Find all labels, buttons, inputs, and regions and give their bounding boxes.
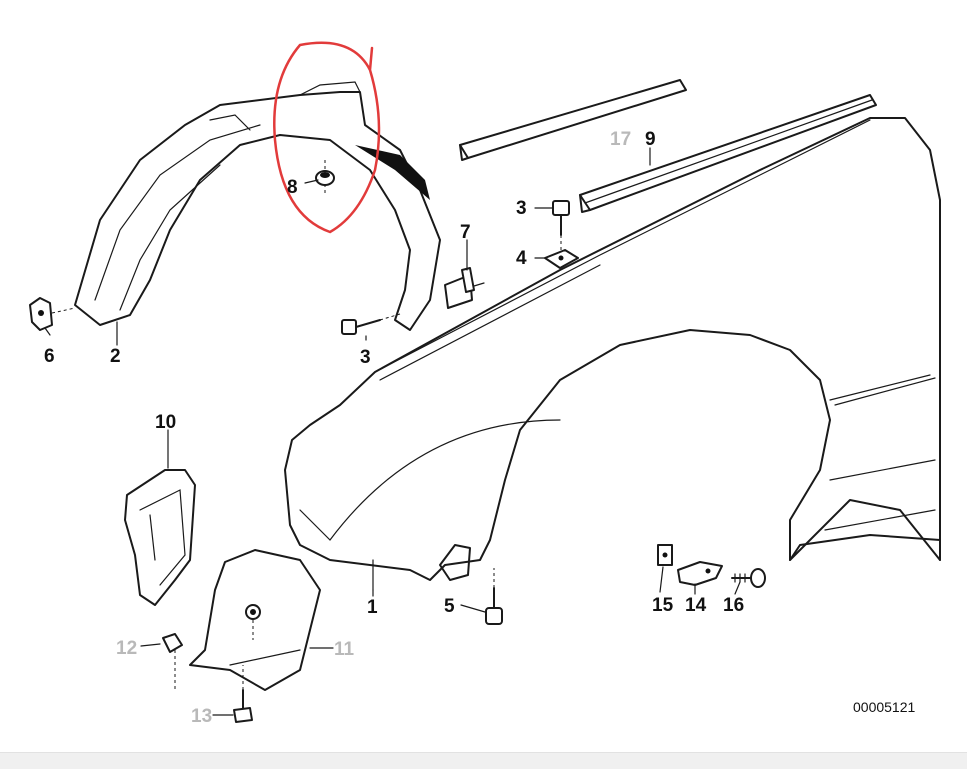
- trim-strip-9: [579, 94, 877, 213]
- wheel-housing-liner: [74, 81, 441, 331]
- part-number-13: 13: [191, 706, 212, 727]
- part-number-5: 5: [444, 596, 455, 617]
- clip-part-15: [657, 544, 673, 566]
- part-number-8: 8: [287, 177, 298, 198]
- part-number-10: 10: [155, 412, 176, 433]
- fender-panel: [284, 117, 941, 591]
- part-number-15: 15: [652, 595, 674, 616]
- screw-part-3-upper: [552, 200, 570, 258]
- part-number-7: 7: [460, 222, 471, 243]
- screw-part-3-lower: [341, 313, 401, 335]
- part-number-1: 1: [367, 597, 378, 618]
- part-number-14: 14: [685, 595, 707, 616]
- part-number-2: 2: [110, 346, 121, 367]
- cover-panel-part-10: [124, 469, 196, 606]
- part-number-12: 12: [116, 638, 137, 659]
- bottom-bar: [0, 752, 967, 769]
- bracket-part-14: [677, 561, 723, 586]
- screw-part-13: [233, 665, 253, 723]
- nut-part-8: [315, 160, 335, 195]
- part-number-17: 17: [610, 129, 631, 150]
- clip-part-6: [29, 297, 76, 331]
- clip-part-12: [162, 633, 183, 690]
- clip-part-7: [444, 267, 485, 309]
- part-number-6: 6: [44, 346, 55, 367]
- highlight-circle: [273, 41, 381, 234]
- leader-lines: [44, 147, 741, 716]
- part-number-9: 9: [645, 129, 656, 150]
- bracket-part-11: [189, 549, 321, 691]
- trim-strip-17: [459, 79, 687, 161]
- part-number-3-upper: 3: [516, 198, 527, 219]
- clip-nut-part-4: [544, 249, 579, 269]
- drawing-code: 00005121: [853, 699, 916, 715]
- part-number-4: 4: [516, 248, 527, 269]
- screw-part-16: [731, 568, 766, 588]
- screw-part-5: [485, 568, 503, 625]
- part-number-11: 11: [334, 639, 355, 660]
- part-number-3-lower: 3: [360, 347, 371, 368]
- part-number-16: 16: [723, 595, 744, 616]
